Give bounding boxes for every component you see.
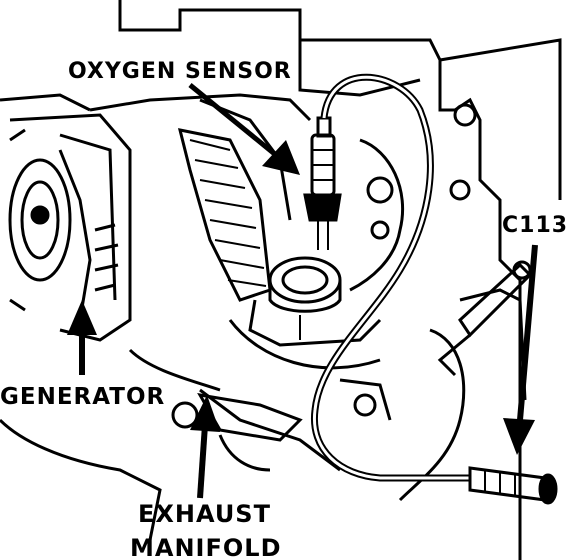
- fan-shroud: [177, 128, 272, 302]
- exhaust-label: EXHAUST: [138, 500, 271, 528]
- sensor-boss: [268, 256, 342, 340]
- arrow-exhaust-manifold: [190, 395, 220, 499]
- arrow-generator: [67, 300, 97, 375]
- generator-label: GENERATOR: [0, 384, 165, 410]
- manifold-label: MANIFOLD: [130, 534, 281, 560]
- arrow-oxygen-sensor: [188, 83, 300, 175]
- linkage-arm: [437, 260, 533, 377]
- c113-label: C113: [502, 213, 568, 238]
- sensor-wire: [310, 73, 470, 482]
- oxygen-sensor: [303, 116, 342, 250]
- generator-body: [8, 113, 132, 342]
- arrow-c113: [503, 244, 538, 455]
- c113-connector: [468, 466, 558, 505]
- oxygen-sensor-label: OXYGEN SENSOR: [68, 59, 292, 84]
- engine-block: [0, 0, 562, 560]
